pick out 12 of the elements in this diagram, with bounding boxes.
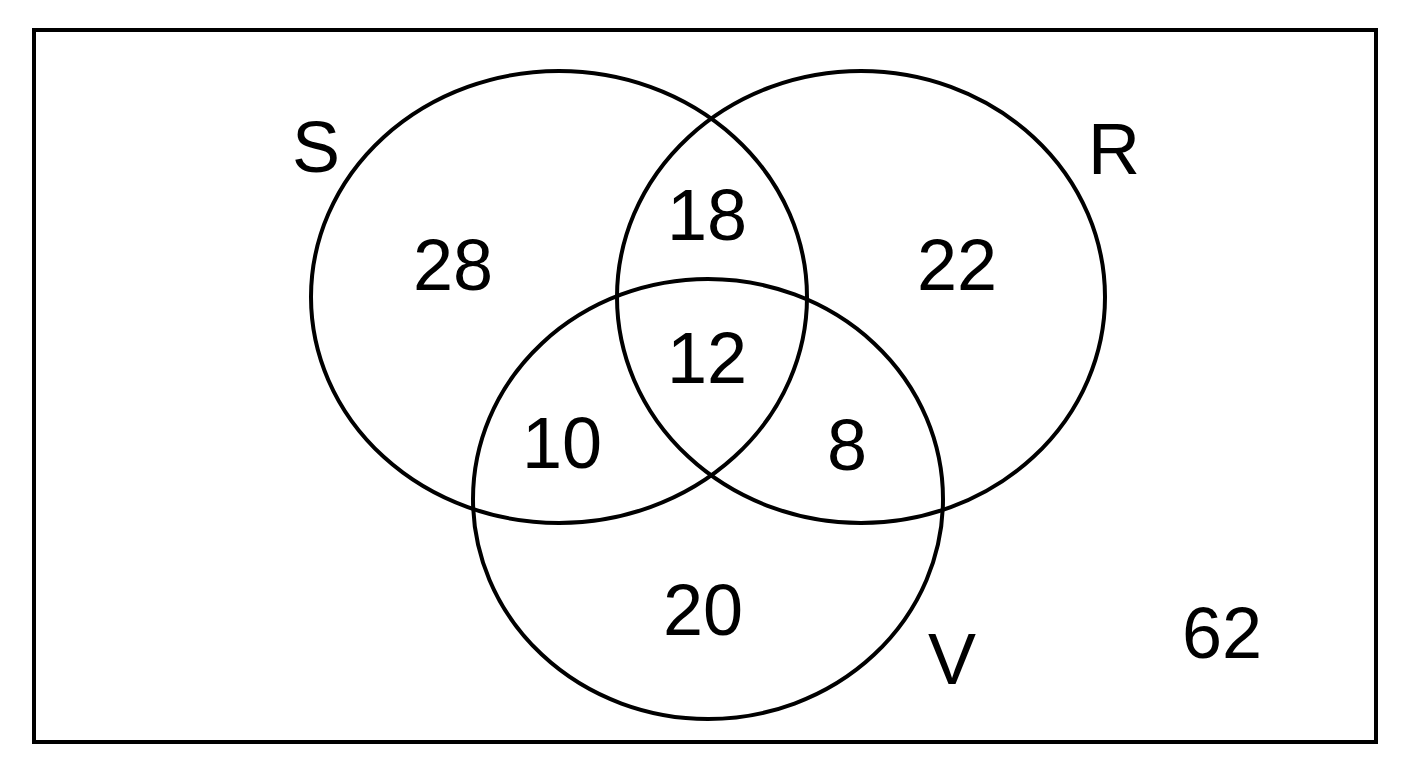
region-count: 22: [916, 229, 998, 301]
region-count: 12: [666, 322, 748, 394]
region-count: 8: [827, 409, 867, 481]
region-count: 10: [521, 407, 603, 479]
set-label: V: [928, 623, 976, 695]
region-count: 28: [412, 229, 494, 301]
region-count: 20: [662, 574, 744, 646]
set-label: R: [1088, 113, 1140, 185]
universal-set-box: [32, 28, 1378, 744]
region-count: 18: [666, 179, 748, 251]
set-label: S: [292, 111, 340, 183]
region-count: 62: [1181, 597, 1263, 669]
